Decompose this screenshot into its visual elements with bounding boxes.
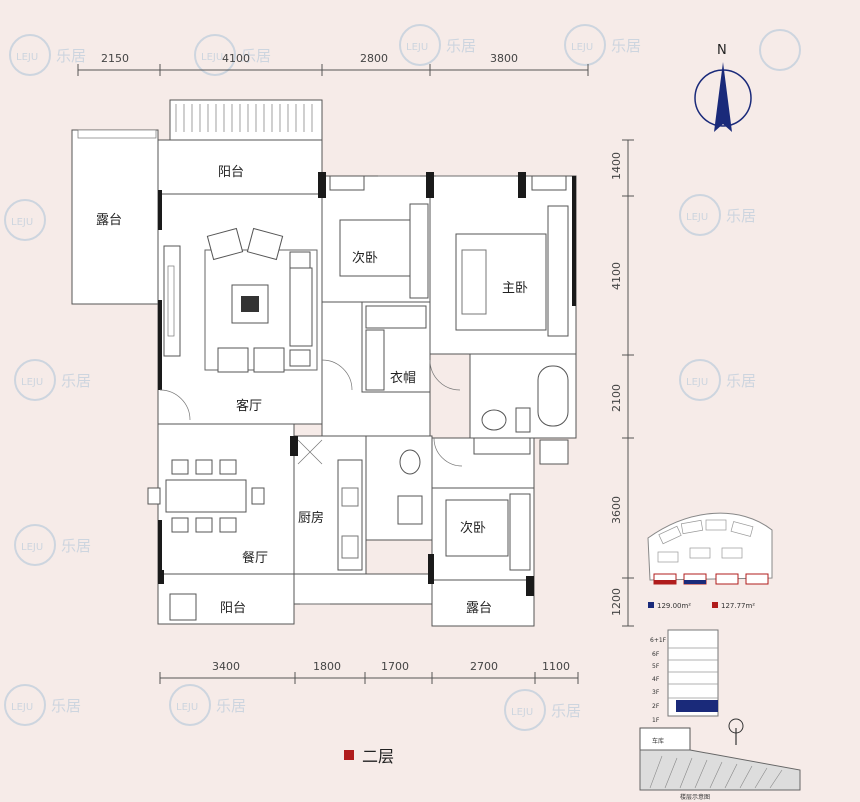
dim-right-2: 4100 xyxy=(610,262,623,290)
watermark-text: 乐居 xyxy=(726,207,756,225)
room-label-living: 客厅 xyxy=(236,398,262,414)
leju-watermark: LEJU 乐居 xyxy=(399,24,476,66)
watermark-text: 乐居 xyxy=(51,697,81,715)
room-label-master: 主卧 xyxy=(502,281,528,296)
dim-bottom-2: 1800 xyxy=(313,660,341,673)
sofa-set xyxy=(204,227,318,373)
floor-plan: 阳台 露台 客厅 餐厅 厨房 次卧 主卧 衣帽 次卧 阳台 露台 xyxy=(71,99,577,627)
dim-top-3: 2800 xyxy=(360,52,388,65)
room-label-bedroom-bottom: 次卧 xyxy=(460,520,486,536)
watermark-logo: LEJU xyxy=(176,702,198,713)
room-label-kitchen: 厨房 xyxy=(298,510,324,526)
compass: N xyxy=(694,43,752,132)
floor-index-caption: 楼层示意图 xyxy=(680,793,710,801)
watermark-logo: LEJU xyxy=(406,42,428,53)
watermark-logo: LEJU xyxy=(21,377,43,388)
floor-label-marker xyxy=(344,750,354,760)
floor-label-text: 二层 xyxy=(362,747,394,766)
dim-bottom-4: 2700 xyxy=(470,660,498,673)
leju-watermark: LEJU 乐居 xyxy=(679,194,756,236)
dim-top-4: 3800 xyxy=(490,52,518,65)
legend-swatch-blue xyxy=(648,602,654,608)
legend-swatch-red xyxy=(712,602,718,608)
dim-bottom-3: 1700 xyxy=(381,660,409,673)
watermark-text: 乐居 xyxy=(241,47,271,65)
room-label-dining: 餐厅 xyxy=(242,550,268,566)
leju-watermark: LEJU xyxy=(4,199,46,241)
floor-level-3: 3F xyxy=(652,689,660,696)
watermarks: LEJU 乐居 LEJU 乐居 LEJU 乐居 LEJU 乐居 LEJU LEJ… xyxy=(4,24,801,731)
leju-watermark: LEJU 乐居 xyxy=(564,24,641,66)
watermark-text: 乐居 xyxy=(726,372,756,390)
bottom-dimensions: 3400 1800 1700 2700 1100 xyxy=(159,660,579,684)
terrace-bottom xyxy=(431,579,535,627)
watermark-logo: LEJU xyxy=(686,377,708,388)
legend-label-127: 127.77m² xyxy=(721,602,755,610)
room-label-terrace-bottom: 露台 xyxy=(466,601,492,616)
leju-watermark: LEJU 乐居 xyxy=(4,684,81,726)
watermark-text: 乐居 xyxy=(56,47,86,65)
leju-watermark: LEJU 乐居 xyxy=(504,689,581,731)
legend-label-129: 129.00m² xyxy=(657,602,691,610)
floor-label: 二层 xyxy=(344,747,394,766)
dim-right-4: 3600 xyxy=(610,496,623,524)
watermark-logo: LEJU xyxy=(21,542,43,553)
floor-highlight-2f xyxy=(676,700,718,712)
balcony-top xyxy=(157,139,323,195)
watermark-logo: LEJU xyxy=(686,212,708,223)
bed-top xyxy=(339,219,411,277)
dim-right-5: 1200 xyxy=(610,588,623,616)
leju-watermark: LEJU 乐居 xyxy=(9,34,86,76)
dim-top-2: 4100 xyxy=(222,52,250,65)
north-label: N xyxy=(717,43,727,58)
site-plan-thumbnail: 129.00m² 127.77m² xyxy=(647,512,773,610)
leju-watermark: LEJU 乐居 xyxy=(169,684,246,726)
leju-watermark: LEJU 乐居 xyxy=(679,359,756,401)
dim-right-1: 1400 xyxy=(610,152,623,180)
ground-label: 车库 xyxy=(652,737,664,745)
floor-level-2: 2F xyxy=(652,703,660,710)
tree-icon xyxy=(728,718,744,745)
watermark-text: 乐居 xyxy=(446,37,476,55)
watermark-logo: LEJU xyxy=(201,52,223,63)
watermark-text: 乐居 xyxy=(216,697,246,715)
floor-level-5: 5F xyxy=(652,663,660,670)
floor-level-4: 4F xyxy=(652,676,660,683)
floor-index-diagram: 6+1F 6F 5F 4F 3F 2F 1F 车库 楼层示意图 xyxy=(639,629,801,801)
terrace-left xyxy=(71,129,159,305)
leju-watermark xyxy=(759,29,801,71)
room-label-balcony-bottom: 阳台 xyxy=(220,601,246,616)
floor-level-1: 1F xyxy=(652,717,660,724)
bed-bottom xyxy=(445,499,509,557)
leju-watermark: LEJU 乐居 xyxy=(14,359,91,401)
dim-bottom-5: 1100 xyxy=(542,660,570,673)
leju-watermark: LEJU 乐居 xyxy=(14,524,91,566)
right-dimensions: 1400 4100 2100 3600 1200 xyxy=(610,139,634,627)
room-label-terrace-left: 露台 xyxy=(96,213,122,228)
dim-right-3: 2100 xyxy=(610,384,623,412)
top-dimensions: 2150 4100 2800 3800 xyxy=(77,52,589,76)
floor-level-6: 6F xyxy=(652,651,660,658)
dim-bottom-1: 3400 xyxy=(212,660,240,673)
watermark-text: 乐居 xyxy=(611,37,641,55)
leju-watermark: LEJU 乐居 xyxy=(194,34,271,76)
watermark-text: 乐居 xyxy=(61,372,91,390)
dining-table xyxy=(147,459,265,533)
room-label-balcony-top: 阳台 xyxy=(218,165,244,180)
watermark-logo: LEJU xyxy=(511,707,533,718)
watermark-logo: LEJU xyxy=(571,42,593,53)
watermark-text: 乐居 xyxy=(61,537,91,555)
watermark-logo: LEJU xyxy=(11,702,33,713)
watermark-logo: LEJU xyxy=(11,217,33,228)
room-label-bedroom-top: 次卧 xyxy=(352,250,378,266)
room-label-closet: 衣帽 xyxy=(390,370,416,386)
balcony-railing xyxy=(169,99,323,141)
dim-top-1: 2150 xyxy=(101,52,129,65)
watermark-text: 乐居 xyxy=(551,702,581,720)
watermark-logo: LEJU xyxy=(16,52,38,63)
floor-level-6plus1: 6+1F xyxy=(650,637,667,644)
